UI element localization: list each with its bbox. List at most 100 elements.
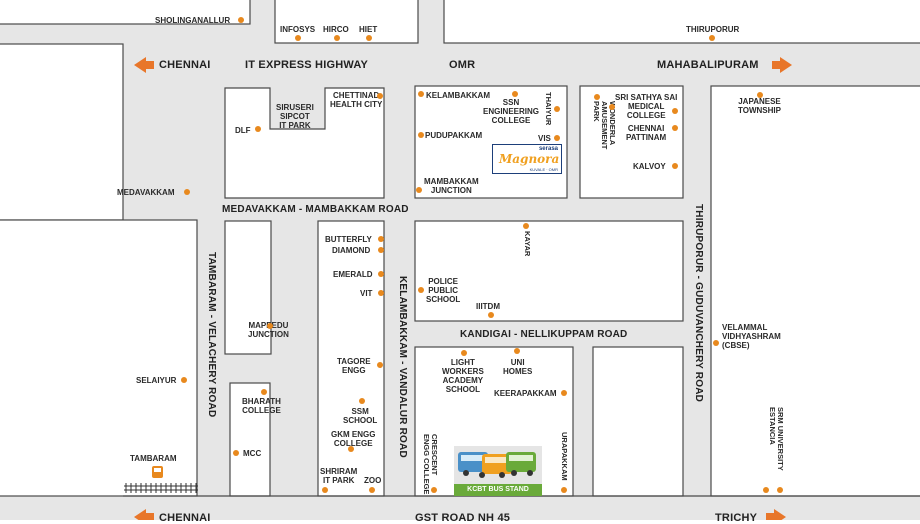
road-tambaram-velachery: TAMBARAM - VELACHERY ROAD — [206, 252, 217, 418]
place-marker — [514, 348, 520, 354]
place-marker — [378, 247, 384, 253]
place-marker — [378, 271, 384, 277]
block-east-1 — [710, 85, 920, 497]
block-top-left — [0, 0, 251, 25]
arrow-left-icon — [134, 57, 154, 73]
place-marker — [777, 487, 783, 493]
road-thiruporur-guduvanchery: THIRUPORUR - GUDUVANCHERY ROAD — [693, 204, 704, 403]
place-marker — [322, 487, 328, 493]
place-marker — [594, 94, 600, 100]
block-bharath — [229, 382, 271, 497]
place-marker — [418, 91, 424, 97]
bus-icon — [458, 452, 536, 478]
place-emerald: EMERALD — [333, 270, 373, 279]
place-vit: VIT — [360, 289, 373, 298]
place-marker — [561, 390, 567, 396]
place-tagore: TAGORE ENGG — [337, 357, 371, 375]
place-ssn: SSN ENGINEERING COLLEGE — [483, 98, 540, 125]
place-zoo: ZOO — [364, 476, 382, 485]
place-vis: VIS — [538, 134, 551, 143]
place-selaiyur: SELAIYUR — [136, 376, 177, 385]
place-kalvoy: KALVOY — [633, 162, 666, 171]
place-thaiyur: THAIYUR — [544, 92, 553, 126]
place-marker — [757, 92, 763, 98]
block-west-1 — [0, 43, 124, 221]
place-marker — [348, 446, 354, 452]
place-butterfly: BUTTERFLY — [325, 235, 372, 244]
place-tambaram: TAMBARAM — [130, 454, 177, 463]
block-mappedu — [224, 220, 272, 355]
brand-logo: serasa Magnora KUVALE · OMR — [492, 144, 562, 174]
place-marker — [359, 398, 365, 404]
place-marker — [488, 312, 494, 318]
place-hirco: HIRCO — [323, 25, 349, 34]
place-marker — [238, 17, 244, 23]
place-dlf: DLF — [235, 126, 251, 135]
place-marker — [554, 106, 560, 112]
place-marker — [561, 487, 567, 493]
place-marker — [366, 35, 372, 41]
place-srm: SRM UNIVERSITY ESTANCIA — [768, 407, 785, 471]
place-velammal: VELAMMAL VIDHYASHRAM (CBSE) — [722, 323, 781, 350]
place-marker — [554, 135, 560, 141]
road-gst-nh45: GST ROAD NH 45 — [415, 512, 511, 524]
place-marker — [261, 389, 267, 395]
block-southwest — [0, 219, 198, 497]
road-it-express-highway: IT EXPRESS HIGHWAY — [245, 59, 368, 71]
block-siruseri — [224, 87, 385, 199]
place-marker — [378, 290, 384, 296]
road-medavakkam-mambakkam: MEDAVAKKAM - MAMBAKKAM ROAD — [222, 204, 409, 215]
place-pattinam: CHENNAI PATTINAM — [626, 124, 667, 142]
place-hiet: HIET — [359, 25, 378, 34]
arrow-left-bottom-icon — [134, 509, 154, 520]
place-shriram: SHRIRAM IT PARK — [320, 467, 358, 485]
place-urapakkam: URAPAKKAM — [560, 432, 569, 481]
place-marker — [418, 287, 424, 293]
place-thiruporur: THIRUPORUR — [686, 25, 740, 34]
place-marker — [416, 187, 422, 193]
place-marker — [233, 450, 239, 456]
place-gkm: GKM ENGG COLLEGE — [331, 430, 376, 448]
place-lightworkers: LIGHT WORKERS ACADEMY SCHOOL — [442, 358, 484, 394]
kcbt-bus-stand: KCBT BUS STAND — [454, 446, 542, 496]
place-police: POLICE PUBLIC SCHOOL — [426, 277, 461, 304]
road-chennai-bottom: CHENNAI — [159, 512, 211, 524]
place-marker — [334, 35, 340, 41]
place-marker — [255, 126, 261, 132]
road-chennai-west: CHENNAI — [159, 59, 211, 71]
place-marker — [709, 35, 715, 41]
road-omr: OMR — [449, 59, 476, 71]
place-bharath: BHARATH COLLEGE — [242, 397, 281, 415]
place-marker — [267, 323, 273, 329]
bus-stand-label: KCBT BUS STAND — [454, 484, 542, 496]
block-top-right — [443, 0, 920, 44]
place-sathya: SRI SATHYA SAI MEDICAL COLLEGE — [615, 93, 678, 120]
place-mcc: MCC — [243, 449, 262, 458]
road-trichy: TRICHY — [715, 512, 758, 524]
place-sholinganallur: SHOLINGANALLUR — [155, 16, 231, 25]
place-unihomes: UNI HOMES — [503, 358, 533, 376]
road-mahabalipuram: MAHABALIPURAM — [657, 59, 759, 71]
place-japanese: JAPANESE TOWNSHIP — [738, 97, 781, 115]
place-pudupakkam: PUDUPAKKAM — [425, 131, 483, 140]
train-icon — [152, 466, 163, 478]
place-marker — [763, 487, 769, 493]
place-marker — [431, 487, 437, 493]
road-kelambakkam-vandalur: KELAMBAKKAM - VANDALUR ROAD — [397, 276, 408, 458]
place-ssm: SSM SCHOOL — [343, 407, 378, 425]
place-marker — [377, 362, 383, 368]
place-marker — [672, 163, 678, 169]
place-marker — [713, 340, 719, 346]
place-marker — [672, 125, 678, 131]
block-top-infosys — [274, 0, 419, 44]
place-marker — [461, 350, 467, 356]
place-marker — [378, 236, 384, 242]
place-chettinad: CHETTINAD HEALTH CITY — [330, 91, 383, 109]
place-kayar: KAYAR — [523, 231, 532, 257]
block-south-mid — [592, 346, 684, 497]
place-marker — [523, 223, 529, 229]
place-marker — [418, 132, 424, 138]
place-marker — [295, 35, 301, 41]
place-mambakkam: MAMBAKKAM JUNCTION — [424, 177, 479, 195]
place-marker — [377, 93, 383, 99]
